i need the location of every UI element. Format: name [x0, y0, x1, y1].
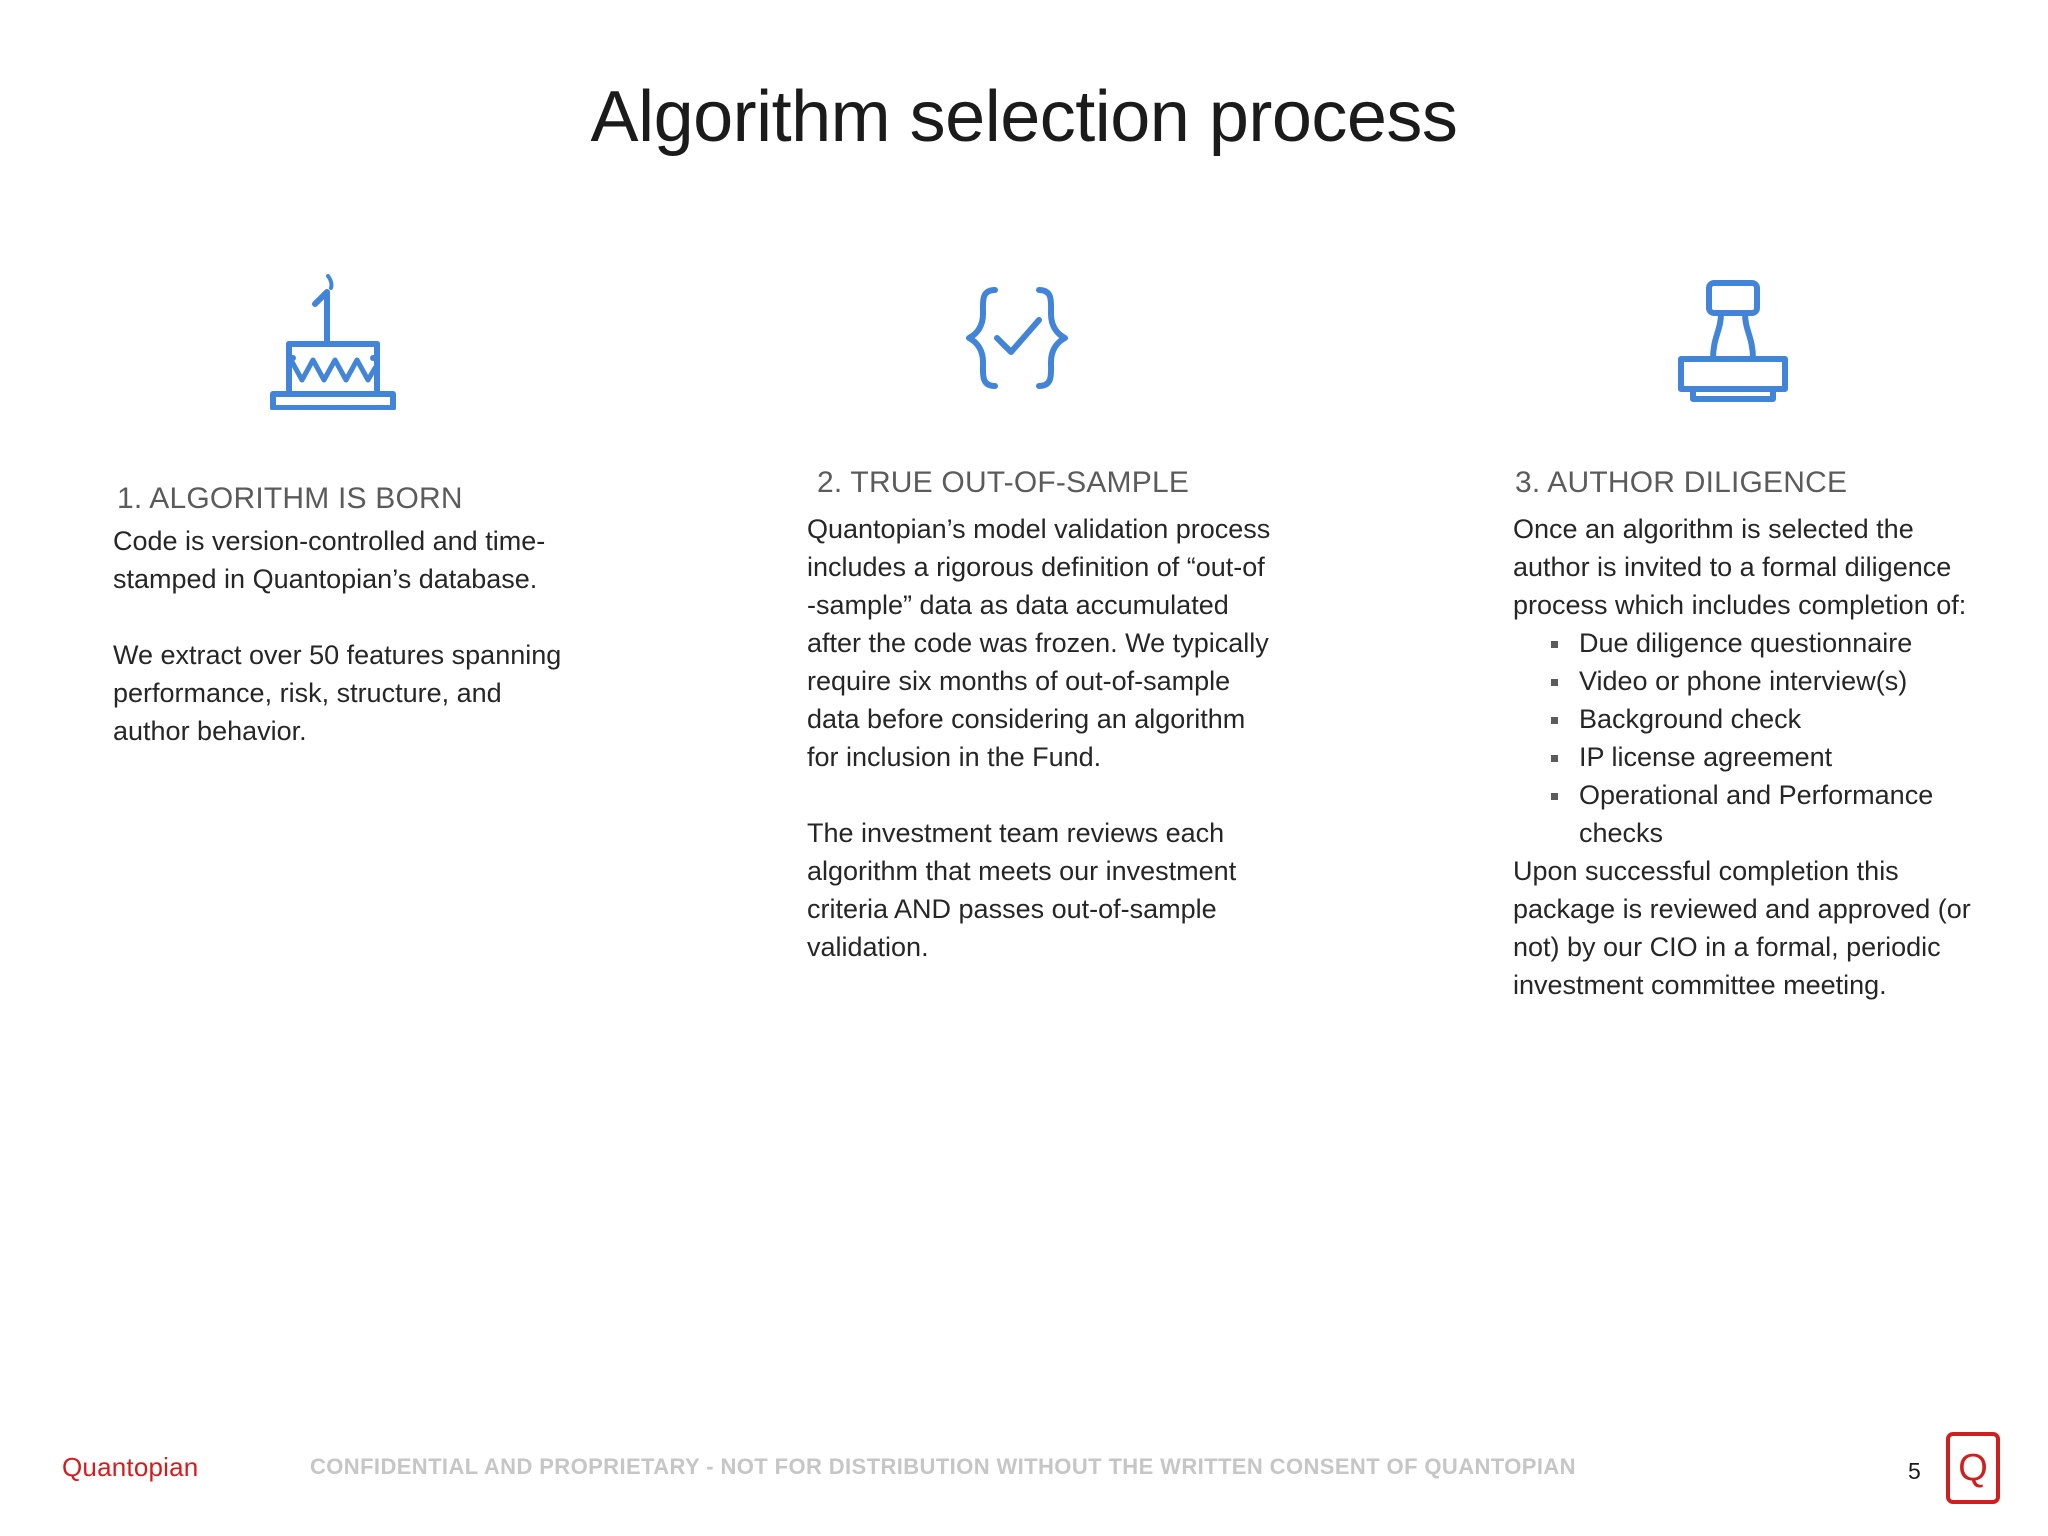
- page-title: Algorithm selection process: [590, 77, 1458, 157]
- list-item: Operational and Performance checks: [1549, 776, 1983, 852]
- step-2-heading: 2. TRUE OUT-OF-SAMPLE: [817, 466, 1190, 499]
- list-item: Video or phone interview(s): [1549, 662, 1983, 700]
- list-item: Background check: [1549, 700, 1983, 738]
- step-3-closing-paragraph: Upon successful completion this package …: [1513, 856, 1971, 1000]
- rubber-stamp-icon: [1663, 270, 1803, 410]
- step-1-heading: 1. ALGORITHM IS BORN: [117, 482, 463, 515]
- step-3-heading: 3. AUTHOR DILIGENCE: [1515, 466, 1848, 499]
- step-2-paragraph-1: Quantopian’s model validation process in…: [807, 514, 1271, 772]
- step-3-body: Once an algorithm is selected the author…: [1513, 510, 1983, 1004]
- diligence-bullet-list: Due diligence questionnaire Video or pho…: [1513, 624, 1983, 852]
- step-3-paragraph-1: Once an algorithm is selected the author…: [1513, 514, 1967, 620]
- slide-footer: Quantopian CONFIDENTIAL AND PROPRIETARY …: [0, 1420, 2048, 1536]
- page-number: 5: [1908, 1458, 1921, 1484]
- quantopian-wordmark: Quantopian: [62, 1452, 199, 1482]
- step-2-paragraph-2: The investment team reviews each algorit…: [807, 818, 1237, 962]
- paragraph-spacer: [807, 776, 1277, 814]
- paragraph-spacer: [113, 598, 583, 636]
- list-item: Due diligence questionnaire: [1549, 624, 1983, 662]
- birthday-cake-icon: [263, 270, 403, 410]
- step-2-body: Quantopian’s model validation process in…: [807, 510, 1277, 966]
- code-braces-check-icon: [947, 270, 1087, 410]
- confidentiality-notice: CONFIDENTIAL AND PROPRIETARY - NOT FOR D…: [310, 1454, 1576, 1479]
- quantopian-logo-badge: Q: [1946, 1432, 2000, 1504]
- step-1-paragraph-2: We extract over 50 features spanning per…: [113, 640, 562, 746]
- step-1-body: Code is version-controlled and time-stam…: [113, 522, 583, 750]
- list-item: IP license agreement: [1549, 738, 1983, 776]
- process-columns: 1. ALGORITHM IS BORN Code is version-con…: [0, 270, 2048, 1170]
- q-glyph: Q: [1958, 1447, 1988, 1489]
- step-1-paragraph-1: Code is version-controlled and time-stam…: [113, 526, 546, 594]
